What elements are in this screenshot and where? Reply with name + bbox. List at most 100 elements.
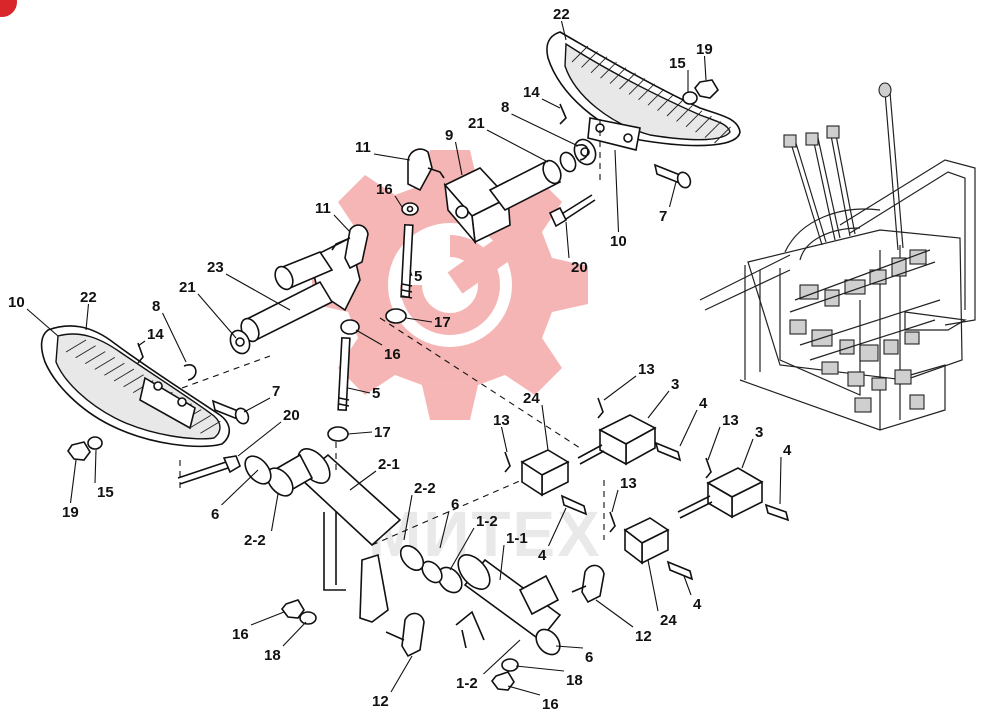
callout-label: 12 bbox=[635, 628, 652, 645]
watermark-gear-icon bbox=[312, 150, 588, 420]
leader-line bbox=[668, 181, 677, 208]
callout-label: 11 bbox=[315, 200, 331, 217]
leader-line bbox=[647, 559, 659, 612]
clevis-3-lower bbox=[677, 467, 764, 519]
tread-line bbox=[647, 88, 665, 106]
tread-line bbox=[113, 368, 135, 382]
leader-line bbox=[94, 449, 97, 484]
leader-line bbox=[197, 293, 237, 339]
tread-line bbox=[676, 105, 693, 122]
pedal-shaft-2-1 bbox=[244, 448, 402, 623]
footrest-plate-left bbox=[40, 325, 231, 448]
tread-line bbox=[123, 374, 144, 388]
leader-line bbox=[405, 317, 433, 323]
leader-line bbox=[548, 507, 567, 547]
callout-label: 21 bbox=[468, 115, 485, 132]
tread-line bbox=[571, 45, 589, 63]
tread-line bbox=[714, 126, 731, 144]
pedal-shaft-1-1 bbox=[399, 545, 562, 656]
tread-line bbox=[84, 351, 106, 364]
leader-line bbox=[500, 426, 508, 453]
corner-badge bbox=[0, 0, 17, 17]
leader-line bbox=[137, 340, 146, 347]
tread-line bbox=[685, 110, 703, 128]
nut-16-mid bbox=[340, 319, 360, 335]
tractor-frame bbox=[699, 82, 976, 431]
tread-line bbox=[628, 78, 646, 95]
leader-line bbox=[486, 129, 549, 163]
callout-label: 22 bbox=[553, 6, 570, 23]
leader-line bbox=[449, 527, 475, 571]
leader-line bbox=[703, 55, 707, 81]
callout-label: 16 bbox=[542, 696, 559, 713]
leader-line bbox=[603, 375, 637, 401]
nut-16-top bbox=[401, 202, 419, 216]
leader-line bbox=[499, 544, 505, 581]
callout-label: 13 bbox=[722, 412, 739, 429]
leader-line bbox=[243, 397, 271, 413]
tread-line bbox=[190, 415, 212, 428]
leader-line bbox=[614, 149, 620, 233]
leader-line bbox=[270, 493, 279, 532]
leader-line bbox=[741, 438, 754, 469]
rod-ends-12 bbox=[385, 564, 605, 658]
tread-line bbox=[609, 67, 627, 84]
tread-line bbox=[666, 99, 684, 117]
leader-line bbox=[373, 153, 411, 161]
bolt-20-top bbox=[548, 194, 596, 228]
callout-label: 9 bbox=[445, 127, 453, 144]
leader-line bbox=[347, 431, 373, 435]
callout-label: 14 bbox=[523, 84, 540, 101]
tread-line bbox=[200, 420, 221, 434]
leader-line bbox=[515, 665, 565, 672]
nut-15-top bbox=[682, 91, 698, 105]
leader-line bbox=[507, 685, 541, 696]
tread-line bbox=[94, 357, 116, 370]
callout-label: 5 bbox=[372, 385, 380, 402]
spring-pins-13 bbox=[137, 103, 712, 533]
callout-label: 7 bbox=[659, 208, 667, 225]
callout-label: 18 bbox=[566, 672, 583, 689]
callout-label: 6 bbox=[585, 649, 593, 666]
nut-15-left bbox=[87, 436, 103, 450]
callout-label: 1-2 bbox=[456, 675, 478, 692]
leader-line bbox=[349, 470, 377, 491]
tread-line bbox=[581, 51, 598, 68]
callout-label: 13 bbox=[620, 475, 637, 492]
leader-line bbox=[560, 20, 567, 41]
clevis-24-upper bbox=[520, 449, 570, 497]
leader-line bbox=[347, 387, 371, 394]
washer-18-bottom bbox=[299, 611, 317, 625]
leader-line bbox=[707, 426, 721, 461]
callout-label: 2-1 bbox=[378, 456, 400, 473]
tread-line bbox=[65, 339, 87, 353]
callout-label: 1-2 bbox=[476, 513, 498, 530]
callout-label: 4 bbox=[699, 395, 708, 412]
callout-label: 23 bbox=[207, 259, 224, 276]
bolt-20-left bbox=[177, 455, 241, 485]
callout-label: 8 bbox=[501, 99, 509, 116]
adjusting-rod-upper bbox=[400, 223, 414, 299]
callout-label: 15 bbox=[97, 484, 114, 501]
callout-label: 18 bbox=[264, 647, 281, 664]
leader-line bbox=[355, 329, 383, 346]
leader-line bbox=[555, 645, 584, 649]
callout-label: 13 bbox=[638, 361, 655, 378]
leader-line bbox=[237, 421, 282, 457]
callout-label: 7 bbox=[272, 383, 280, 400]
callout-label: 10 bbox=[610, 233, 627, 250]
leader-line bbox=[403, 494, 413, 541]
leader-line bbox=[541, 404, 549, 451]
tread-line bbox=[590, 56, 608, 74]
callout-label: 6 bbox=[451, 496, 459, 513]
leader-line bbox=[679, 409, 698, 447]
clevis-24-lower bbox=[623, 517, 670, 565]
tread-line bbox=[695, 115, 712, 133]
leader-line bbox=[409, 269, 413, 277]
leader-line bbox=[390, 655, 413, 693]
tread-line bbox=[104, 362, 125, 376]
leader-line bbox=[26, 308, 59, 337]
leader-line bbox=[511, 113, 579, 147]
